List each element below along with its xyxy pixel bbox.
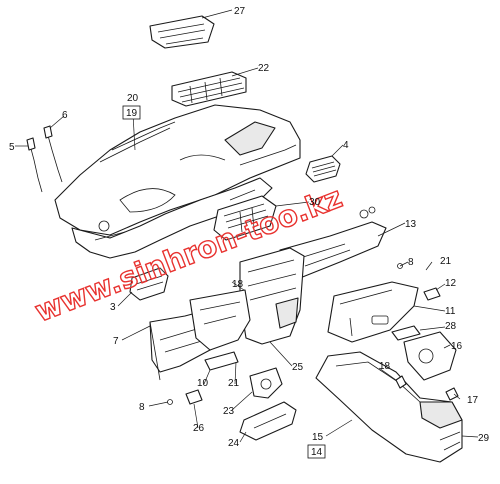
callout-6: 6 [62,110,68,121]
part-25-lower-dash [189,289,251,351]
part-22-grille [171,71,247,107]
part-12-clip [423,287,441,301]
callout-18-upper: 18 [232,279,244,290]
callout-5: 5 [9,142,15,153]
part-8-screw-upper [397,263,403,269]
callout-19-box [122,105,141,120]
callout-labels: 27 22 20 19 6 5 4 30 13 21 8 12 18 3 11 … [9,6,490,459]
callout-8-lower: 8 [139,402,145,413]
part-center-stack [239,247,305,345]
callout-22: 22 [258,63,270,74]
callout-28: 28 [445,321,457,332]
part-6-rod [43,125,63,183]
callout-20: 20 [127,93,139,104]
part-20-dashboard-upper-panel [54,104,301,236]
callout-3: 3 [110,302,116,313]
part-11-glove-box [327,281,419,343]
callout-23: 23 [223,406,235,417]
callout-19: 19 [126,108,138,119]
part-28-switch-panel [391,325,421,341]
callout-18-lower: 18 [379,361,391,372]
callout-10: 10 [197,378,209,389]
part-18-clip [395,375,407,389]
callout-4: 4 [343,140,349,151]
part-10-trim [204,351,239,371]
callout-24: 24 [228,438,240,449]
callout-29: 29 [478,433,490,444]
callout-15: 15 [312,432,324,443]
part-26-bracket [185,389,203,405]
callout-7: 7 [113,336,119,347]
part-4-vent [305,155,341,183]
callout-13: 13 [405,219,417,230]
part-17-clip [445,387,459,401]
part-23-upper-shroud [249,367,283,399]
callout-30: 30 [309,197,321,208]
part-16-shifter-bezel [403,331,457,381]
leader-lines [15,9,479,443]
part-5-rod [26,137,43,193]
callout-8-upper: 8 [408,257,414,268]
part-27-top-vent-cover [149,15,215,49]
callout-14: 14 [311,447,323,458]
callout-14-box [307,444,326,459]
part-8-screw-lower [167,399,173,405]
callout-11: 11 [445,306,456,317]
part-24-lower-shroud [239,401,297,441]
callout-25: 25 [292,362,304,373]
callout-21-lower: 21 [228,378,240,389]
part-15-floor-console [315,351,463,463]
callout-21-upper: 21 [440,256,452,267]
callout-27: 27 [234,6,246,17]
part-30-center-vent [213,195,277,241]
callout-17: 17 [467,395,479,406]
callout-12: 12 [445,278,457,289]
callout-16: 16 [451,341,463,352]
part-3-left-vent [129,267,169,301]
callout-26: 26 [193,423,205,434]
